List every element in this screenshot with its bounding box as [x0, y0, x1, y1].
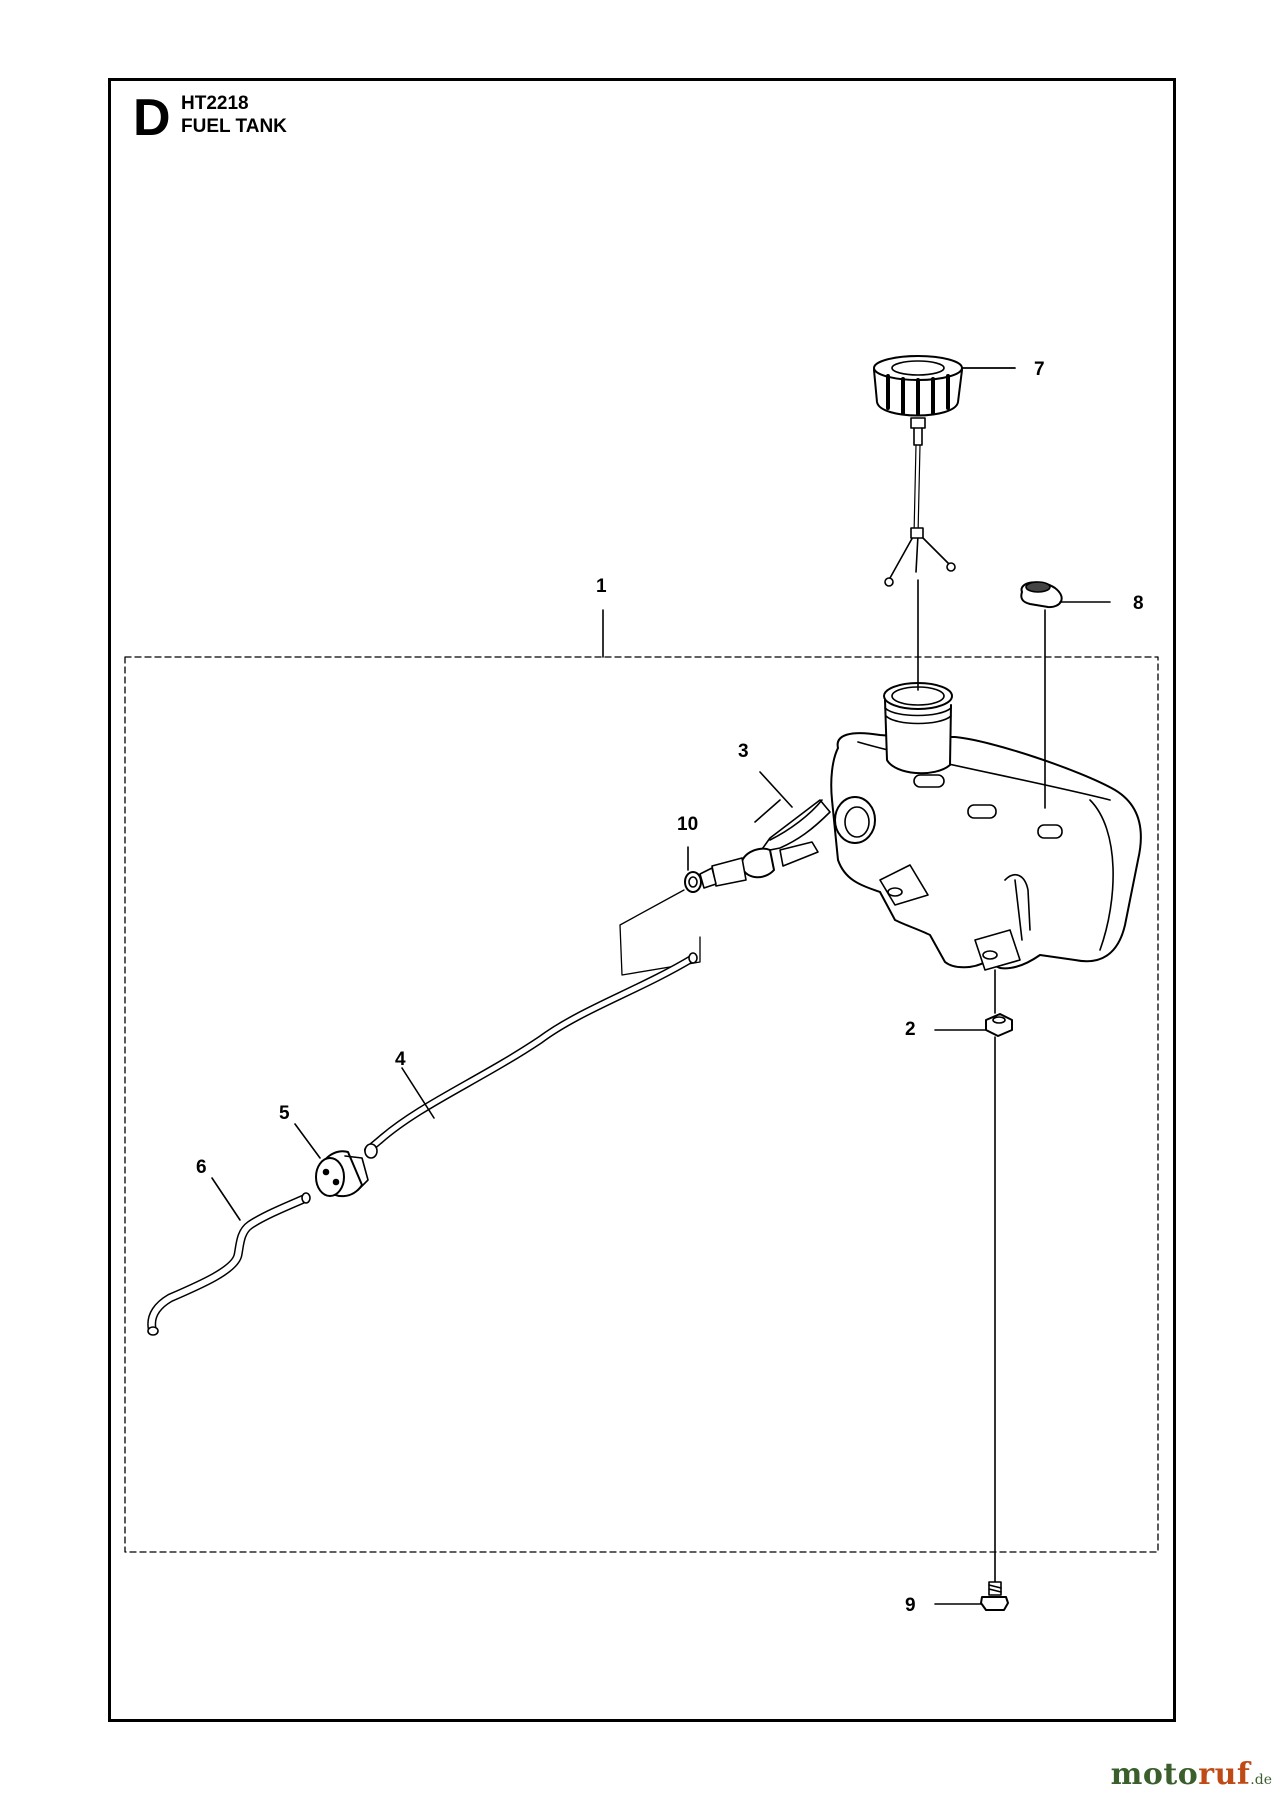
watermark-brand-part1: moto: [1110, 1757, 1199, 1792]
callout-5: 5: [279, 1103, 290, 1124]
assembly-boundary: [124, 656, 1159, 1553]
leader-3: [759, 771, 793, 808]
watermark-logo: motoruf.de: [1111, 1757, 1272, 1792]
fuel-filter: [315, 1150, 369, 1198]
washer: [684, 871, 702, 893]
callout-1: 1: [596, 576, 607, 597]
callout-2: 2: [905, 1019, 916, 1040]
leader-6: [211, 1177, 241, 1221]
cap-retainer: [884, 417, 956, 587]
suction-hose: [147, 1192, 311, 1336]
vent-grommet: [1020, 581, 1063, 609]
watermark-brand-part2: ruf: [1198, 1757, 1251, 1792]
callout-10: 10: [677, 814, 699, 835]
leader-5: [294, 1123, 321, 1159]
callout-6: 6: [196, 1157, 207, 1178]
nut: [985, 1013, 1013, 1037]
watermark-tld: .de: [1250, 1772, 1272, 1788]
leader-4: [401, 1067, 435, 1119]
model-number: HT2218: [181, 93, 249, 114]
diagram-title: FUEL TANK: [181, 116, 287, 137]
callout-3: 3: [738, 741, 749, 762]
fuel-fitting: [699, 799, 831, 889]
callout-8: 8: [1133, 593, 1144, 614]
fuel-cap: [873, 355, 1016, 417]
callout-4: 4: [395, 1049, 406, 1070]
diagram-frame: [108, 78, 1176, 1722]
section-letter: D: [133, 89, 171, 147]
callout-7: 7: [1034, 359, 1045, 380]
fuel-tank-body: [830, 682, 1142, 971]
screw: [980, 1581, 1009, 1611]
fuel-hose: [364, 952, 698, 1159]
callout-9: 9: [905, 1595, 916, 1616]
connection-bracket: [619, 889, 701, 976]
